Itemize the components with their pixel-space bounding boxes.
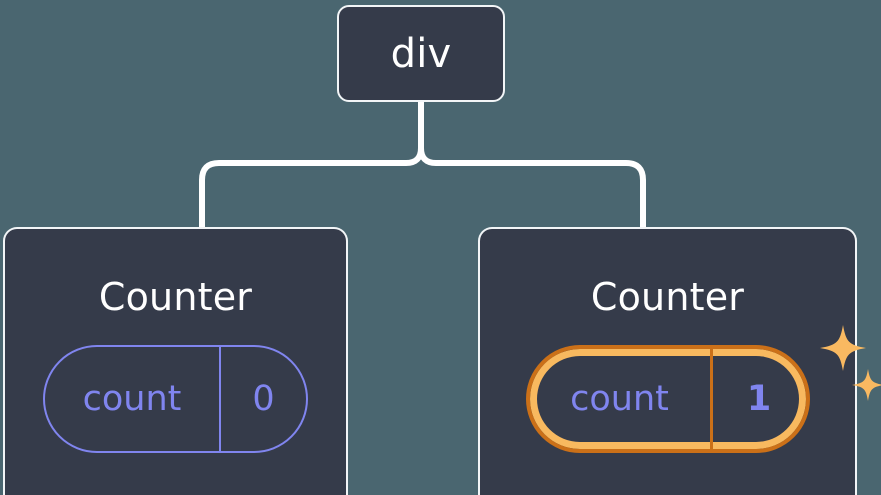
node-counter-right-label: Counter xyxy=(590,275,745,319)
state-chip-right-wrap: count 1 xyxy=(525,325,881,453)
state-chip-left[interactable]: count 0 xyxy=(43,345,308,453)
node-counter-left[interactable]: Counter count 0 xyxy=(3,227,348,495)
state-chip-left-wrap: count 0 xyxy=(43,345,308,453)
state-key-left: count xyxy=(45,347,221,451)
node-div-label: div xyxy=(390,30,452,77)
state-key-right: count xyxy=(530,349,713,449)
connector-root-stem xyxy=(199,102,424,227)
node-counter-right[interactable]: Counter count 1 xyxy=(478,227,881,495)
node-div[interactable]: div xyxy=(337,5,505,102)
node-counter-left-label: Counter xyxy=(98,275,253,319)
state-chip-right[interactable]: count 1 xyxy=(525,345,810,453)
connector-root-branch xyxy=(418,147,646,227)
state-value-left: 0 xyxy=(252,378,275,419)
state-value-right: 1 xyxy=(746,378,772,419)
